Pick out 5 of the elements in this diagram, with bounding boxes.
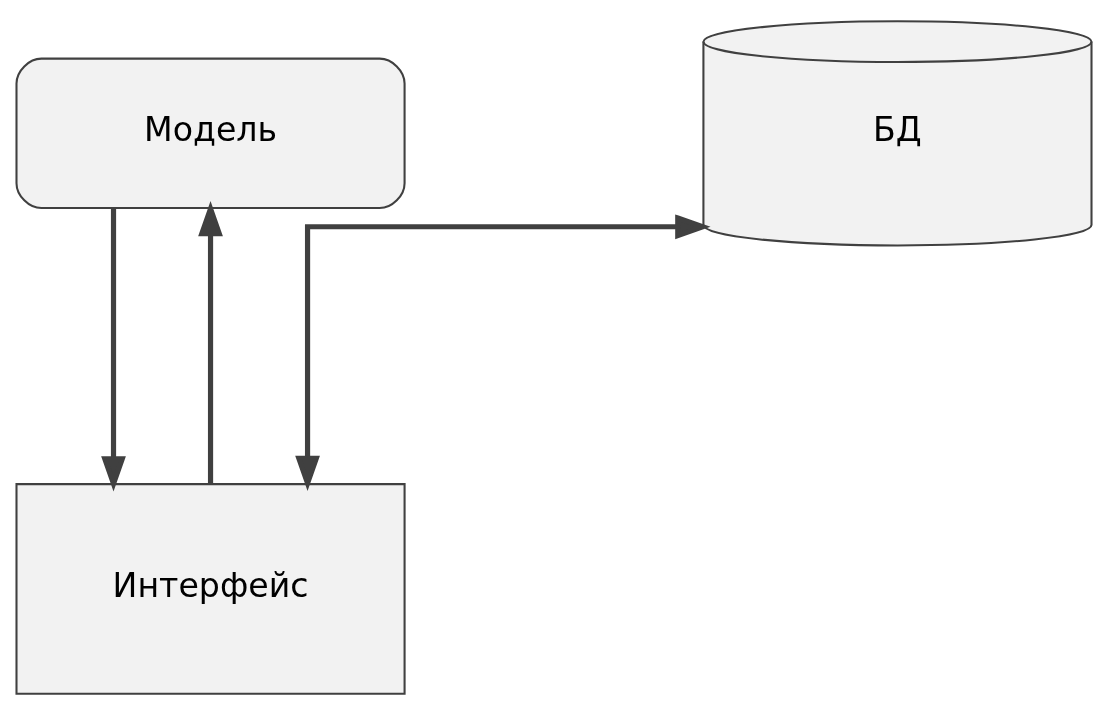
node-box: Интерфейс xyxy=(15,482,406,695)
arrow xyxy=(198,200,223,484)
arrow xyxy=(101,208,126,492)
node-box: Модель xyxy=(15,57,406,209)
arrow xyxy=(295,213,711,491)
